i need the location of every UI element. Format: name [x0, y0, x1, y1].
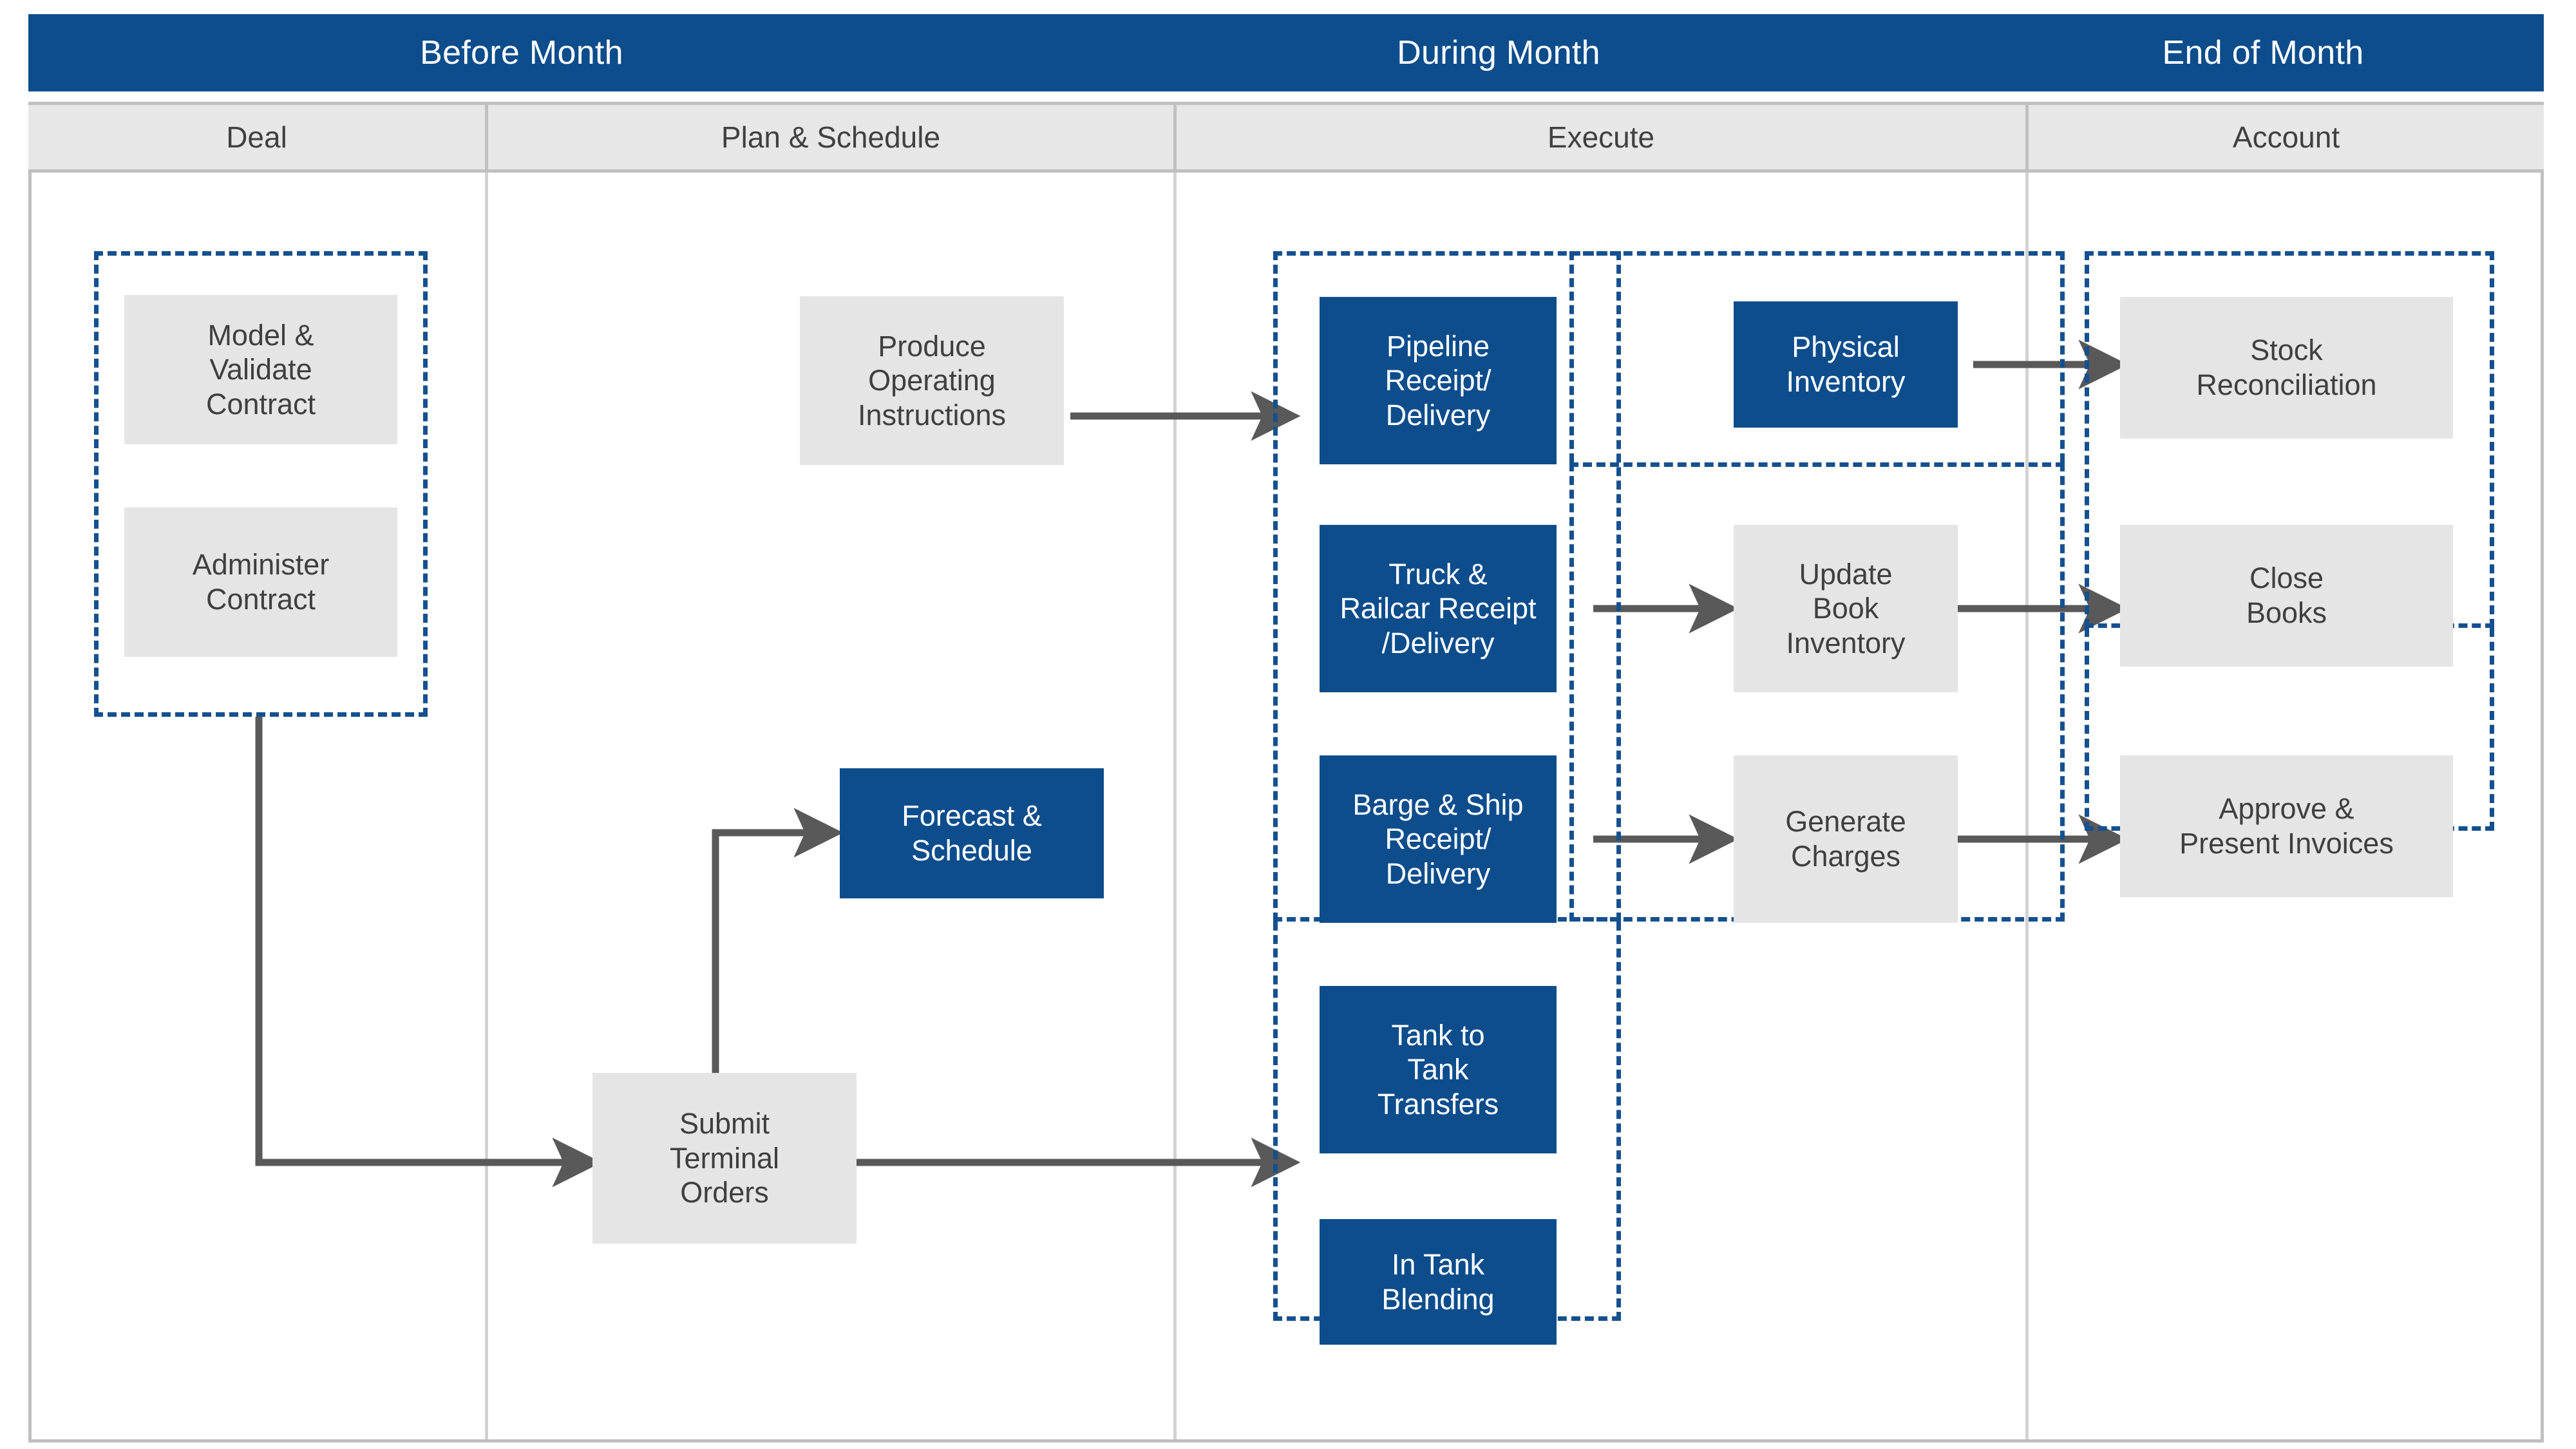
- lane-divider-deal-plan: [485, 173, 488, 1439]
- lane-header-plan-schedule[interactable]: Plan & Schedule: [485, 105, 1173, 169]
- execute-inventory-group-upper: [1569, 251, 2065, 462]
- phase-during-month-label: During Month: [1397, 34, 1600, 71]
- node-in-tank-blending[interactable]: In Tank Blending: [1320, 1219, 1557, 1345]
- node-stock-reconciliation[interactable]: Stock Reconciliation: [2120, 297, 2453, 439]
- phase-end-of-month-label: End of Month: [2162, 34, 2364, 71]
- lane-header-account-label: Account: [2232, 120, 2340, 154]
- phase-end-of-month[interactable]: End of Month: [1982, 14, 2544, 91]
- node-close-books[interactable]: Close Books: [2120, 525, 2453, 667]
- phase-before-month[interactable]: Before Month: [28, 14, 1015, 91]
- lane-header-execute-label: Execute: [1547, 120, 1655, 154]
- node-truck-railcar-receipt-delivery[interactable]: Truck & Railcar Receipt /Delivery: [1320, 525, 1557, 692]
- lane-header-plan-schedule-label: Plan & Schedule: [721, 120, 941, 154]
- phase-during-month[interactable]: During Month: [956, 14, 2041, 91]
- lane-header-execute[interactable]: Execute: [1173, 105, 2025, 169]
- node-close-books-label: Close Books: [2246, 562, 2327, 629]
- node-barge-ship-receipt-delivery-label: Barge & Ship Receipt/ Delivery: [1352, 788, 1524, 890]
- node-tank-to-tank-transfers-label: Tank to Tank Transfers: [1377, 1018, 1499, 1121]
- node-model-validate-contract[interactable]: Model & Validate Contract: [124, 295, 397, 444]
- phase-before-month-label: Before Month: [420, 34, 623, 71]
- flow-administer-to-submit: [255, 717, 602, 1188]
- node-submit-terminal-orders-label: Submit Terminal Orders: [669, 1107, 780, 1209]
- node-pipeline-receipt-delivery-label: Pipeline Receipt/ Delivery: [1385, 329, 1492, 431]
- lane-header-deal-label: Deal: [226, 120, 287, 154]
- node-truck-railcar-receipt-delivery-label: Truck & Railcar Receipt /Delivery: [1340, 557, 1537, 659]
- node-administer-contract[interactable]: Administer Contract: [124, 507, 397, 657]
- node-tank-to-tank-transfers[interactable]: Tank to Tank Transfers: [1320, 986, 1557, 1153]
- node-administer-contract-label: Administer Contract: [192, 548, 330, 616]
- node-generate-charges-label: Generate Charges: [1785, 805, 1906, 873]
- diagram-canvas: Model & Validate Contract Administer Con…: [28, 173, 2544, 1443]
- phase-band: Before Month During Month End of Month: [28, 14, 2544, 91]
- node-forecast-schedule-label: Forecast & Schedule: [902, 799, 1042, 867]
- node-pipeline-receipt-delivery[interactable]: Pipeline Receipt/ Delivery: [1320, 297, 1557, 464]
- lane-divider-plan-execute: [1173, 173, 1177, 1439]
- node-update-book-inventory-label: Update Book Inventory: [1786, 557, 1906, 659]
- node-forecast-schedule[interactable]: Forecast & Schedule: [840, 768, 1104, 898]
- lane-divider-execute-account: [2025, 173, 2029, 1439]
- node-generate-charges[interactable]: Generate Charges: [1734, 755, 1958, 923]
- node-update-book-inventory[interactable]: Update Book Inventory: [1734, 525, 1958, 692]
- node-model-validate-contract-label: Model & Validate Contract: [205, 318, 316, 421]
- deal-group-boundary: [94, 251, 428, 717]
- node-produce-operating-instructions-label: Produce Operating Instructions: [857, 329, 1007, 431]
- lane-header-deal[interactable]: Deal: [28, 105, 485, 169]
- node-submit-terminal-orders[interactable]: Submit Terminal Orders: [592, 1073, 857, 1244]
- node-produce-operating-instructions[interactable]: Produce Operating Instructions: [800, 296, 1064, 465]
- node-physical-inventory-label: Physical Inventory: [1786, 330, 1906, 398]
- node-approve-present-invoices[interactable]: Approve & Present Invoices: [2120, 755, 2453, 897]
- node-in-tank-blending-label: In Tank Blending: [1381, 1247, 1495, 1316]
- lane-header-account[interactable]: Account: [2025, 105, 2544, 169]
- node-physical-inventory[interactable]: Physical Inventory: [1734, 301, 1958, 428]
- lane-header-row: Deal Plan & Schedule Execute Account: [28, 102, 2544, 173]
- node-barge-ship-receipt-delivery[interactable]: Barge & Ship Receipt/ Delivery: [1320, 755, 1557, 923]
- node-stock-reconciliation-label: Stock Reconciliation: [2196, 334, 2377, 401]
- node-approve-present-invoices-label: Approve & Present Invoices: [2179, 792, 2394, 860]
